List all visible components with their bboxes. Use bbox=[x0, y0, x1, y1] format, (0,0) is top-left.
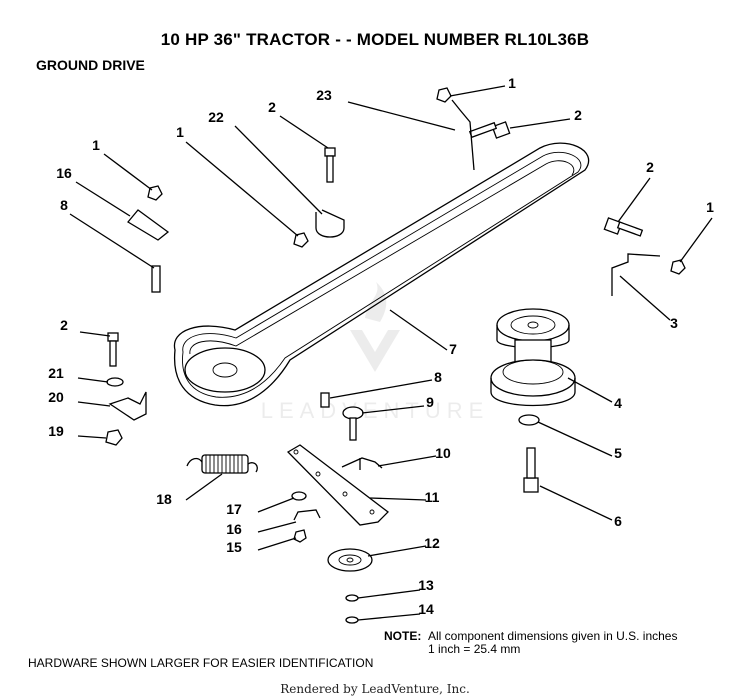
callout-c-20: 20 bbox=[48, 389, 64, 405]
callout-c-16a: 16 bbox=[56, 165, 72, 181]
idler-arm-11 bbox=[286, 444, 389, 526]
callout-c-2c: 2 bbox=[646, 159, 654, 175]
callout-c-18: 18 bbox=[156, 491, 172, 507]
callout-c-13: 13 bbox=[418, 577, 434, 593]
leader-line-c-15 bbox=[257, 537, 297, 551]
bolt-2-left bbox=[107, 332, 119, 367]
leader-line-c-8b bbox=[329, 379, 433, 399]
callout-c-10: 10 bbox=[435, 445, 451, 461]
leader-line-c-7 bbox=[389, 309, 448, 351]
callout-c-15: 15 bbox=[226, 539, 242, 555]
callout-c-2a: 2 bbox=[574, 107, 582, 123]
section-title: GROUND DRIVE bbox=[36, 57, 145, 73]
callout-c-12: 12 bbox=[424, 535, 440, 551]
callout-c-1a: 1 bbox=[508, 75, 516, 91]
leader-line-c-10 bbox=[377, 455, 437, 467]
leader-line-c-1d bbox=[679, 217, 713, 263]
leader-line-c-16b bbox=[257, 521, 297, 533]
callout-c-11: 11 bbox=[425, 489, 440, 505]
page-title: 10 HP 36" TRACTOR - - MODEL NUMBER RL10L… bbox=[160, 30, 590, 49]
leader-line-c-16a bbox=[75, 181, 131, 217]
leader-line-c-9 bbox=[361, 405, 425, 414]
callout-c-7: 7 bbox=[449, 341, 457, 357]
bracket-20 bbox=[108, 391, 147, 421]
leader-line-c-1b bbox=[185, 141, 299, 237]
callout-c-21: 21 bbox=[48, 365, 64, 381]
hardware-note: HARDWARE SHOWN LARGER FOR EASIER IDENTIF… bbox=[28, 656, 374, 670]
bolt-2-right bbox=[603, 217, 644, 237]
note-line2: 1 inch = 25.4 mm bbox=[428, 642, 521, 656]
bolt-2-right-top bbox=[468, 121, 511, 139]
leader-line-c-3 bbox=[619, 275, 671, 321]
spring-18 bbox=[186, 454, 258, 474]
bracket-10 bbox=[341, 457, 383, 470]
leader-line-c-5 bbox=[537, 421, 613, 457]
rod-23 bbox=[451, 99, 475, 171]
leader-line-c-2b bbox=[279, 115, 329, 149]
leader-line-c-6 bbox=[539, 485, 613, 521]
note-label: NOTE: bbox=[384, 629, 422, 643]
bolt-8-left bbox=[151, 265, 161, 293]
leader-line-c-22 bbox=[234, 125, 323, 215]
callout-c-3: 3 bbox=[670, 315, 678, 331]
callout-c-2b: 2 bbox=[268, 99, 276, 115]
bolt-6 bbox=[523, 447, 539, 493]
leader-line-c-2c bbox=[617, 177, 651, 223]
callout-c-1d: 1 bbox=[706, 199, 714, 215]
clip-16-lower bbox=[293, 509, 321, 521]
callout-c-8b: 8 bbox=[434, 369, 442, 385]
callout-c-1c: 1 bbox=[92, 137, 100, 153]
callout-c-4: 4 bbox=[614, 395, 622, 411]
watermark-logo: LEADVENTURE bbox=[261, 282, 490, 423]
drive-belt-7 bbox=[173, 142, 590, 407]
leader-line-c-19 bbox=[77, 435, 107, 439]
callout-c-5: 5 bbox=[614, 445, 622, 461]
leader-line-c-17 bbox=[257, 497, 295, 513]
idler-pulley-12 bbox=[327, 548, 373, 572]
engine-pulley-4 bbox=[490, 308, 576, 407]
callout-c-17: 17 bbox=[226, 501, 242, 517]
hardware-nuts bbox=[105, 87, 686, 624]
leader-line-c-11 bbox=[369, 497, 427, 501]
leader-line-c-18 bbox=[185, 473, 223, 501]
bolt-2-top bbox=[324, 147, 336, 183]
callout-c-2d: 2 bbox=[60, 317, 68, 333]
bolt-8-right bbox=[320, 392, 330, 408]
callout-c-1b: 1 bbox=[176, 124, 184, 140]
callout-c-16b: 16 bbox=[226, 521, 242, 537]
bolt-9 bbox=[342, 406, 364, 441]
rod-3 bbox=[611, 253, 661, 296]
leader-line-c-12 bbox=[367, 545, 427, 557]
watermark-text: LEADVENTURE bbox=[261, 398, 490, 423]
callout-c-9: 9 bbox=[426, 394, 434, 410]
callout-c-14: 14 bbox=[418, 601, 434, 617]
callout-c-23: 23 bbox=[316, 87, 332, 103]
leader-line-c-2d bbox=[79, 331, 111, 337]
callout-c-6: 6 bbox=[614, 513, 622, 529]
leader-line-c-4 bbox=[567, 377, 613, 403]
note-line1: All component dimensions given in U.S. i… bbox=[428, 629, 678, 643]
leader-line-c-20 bbox=[77, 401, 111, 407]
leader-line-c-14 bbox=[357, 613, 421, 621]
callout-c-8a: 8 bbox=[60, 197, 68, 213]
leader-line-c-1c bbox=[103, 153, 153, 191]
clip-22 bbox=[315, 209, 345, 238]
leader-line-c-1a bbox=[449, 85, 506, 97]
leader-line-c-2a bbox=[509, 118, 571, 129]
note-box: NOTE: All component dimensions given in … bbox=[384, 630, 677, 656]
leader-line-c-23 bbox=[347, 101, 456, 131]
leader-line-c-8a bbox=[69, 213, 155, 269]
bracket-16 bbox=[127, 209, 170, 241]
credit-line: Rendered by LeadVenture, Inc. bbox=[280, 682, 470, 696]
leader-line-c-13 bbox=[357, 589, 421, 599]
callout-c-19: 19 bbox=[48, 423, 64, 439]
leader-line-c-21 bbox=[77, 377, 109, 383]
callout-c-22: 22 bbox=[208, 109, 224, 125]
